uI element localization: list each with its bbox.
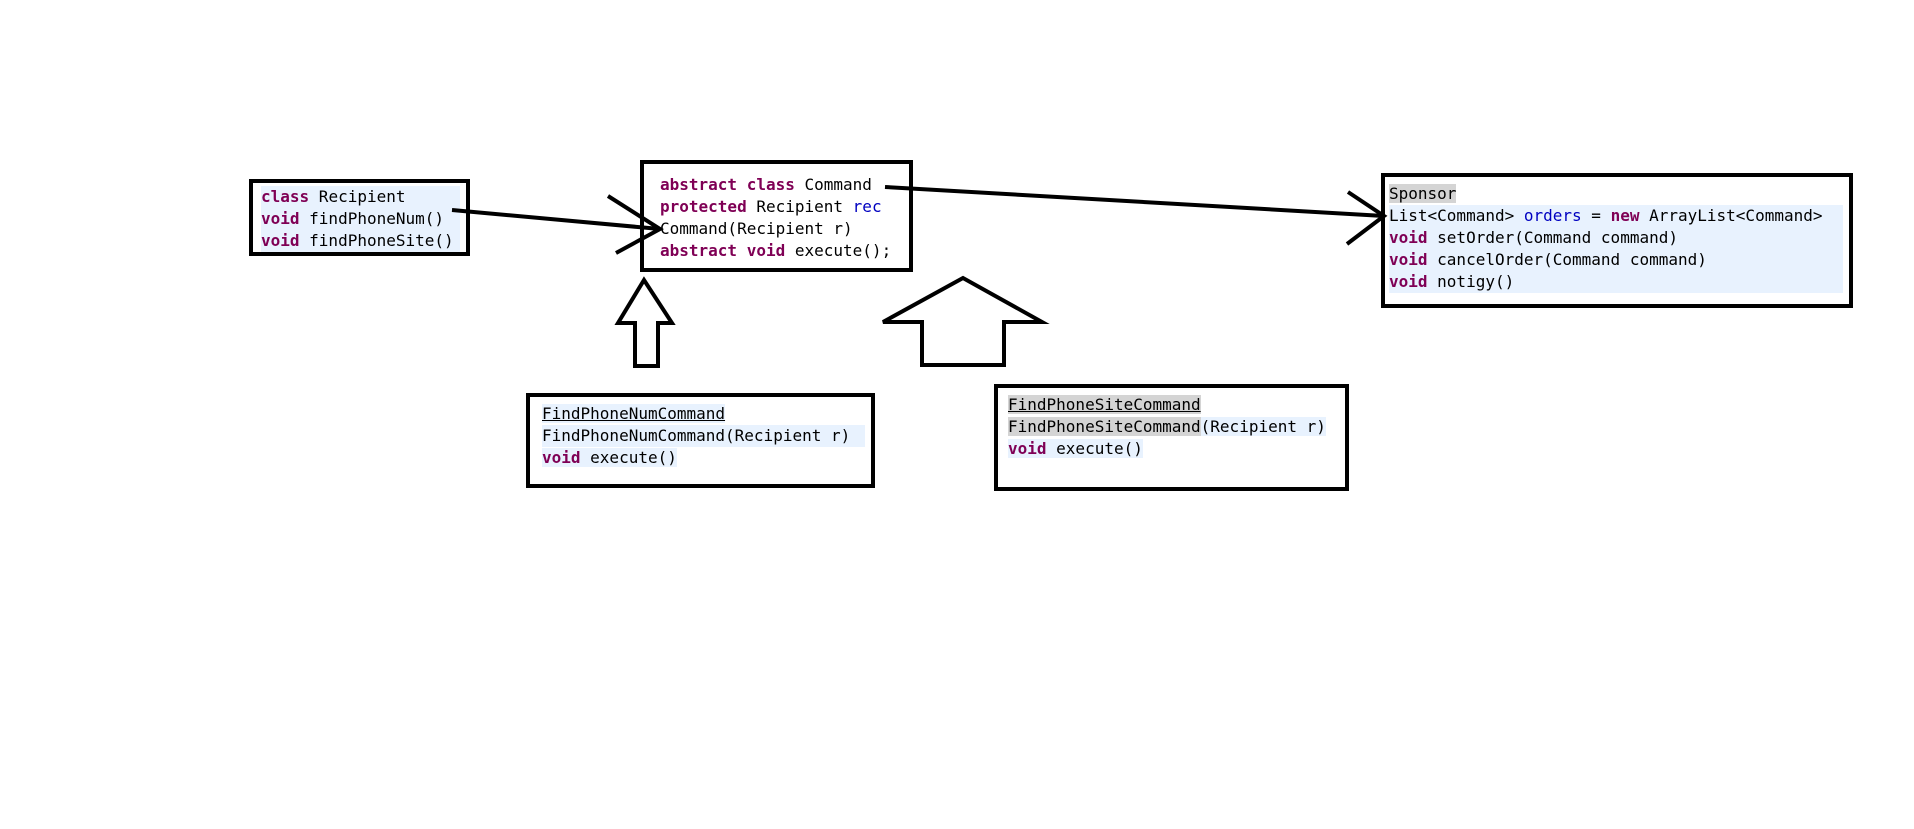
method-signature: cancelOrder(Command command): [1427, 250, 1707, 269]
command-method-execute: abstract void execute();: [660, 240, 903, 262]
find-site-command-title: FindPhoneSiteCommand: [1008, 394, 1339, 416]
class-name: FindPhoneNumCommand: [542, 404, 726, 423]
method-signature: findPhoneSite(): [299, 231, 454, 250]
keyword: class: [261, 187, 310, 206]
recipient-method-find-phone-num: void findPhoneNum(): [261, 208, 460, 230]
command-class-declaration: abstract class Command: [660, 174, 903, 196]
recipient-class-box: class Recipient void findPhoneNum() void…: [249, 179, 470, 256]
find-site-command-execute: void execute(): [1008, 438, 1339, 460]
sponsor-class-box: Sponsor List<Command> orders = new Array…: [1381, 173, 1853, 308]
field-type: List<Command>: [1389, 206, 1524, 225]
find-site-command-constructor: FindPhoneSiteCommand(Recipient r): [1008, 416, 1339, 438]
constructor-signature: FindPhoneNumCommand(Recipient r): [542, 426, 851, 445]
keyword: abstract void: [660, 241, 786, 260]
recipient-to-command-line: [451, 208, 661, 231]
sponsor-title: Sponsor: [1389, 183, 1843, 205]
highlighted-execute-method: void execute(): [542, 448, 677, 467]
keyword: void: [1389, 250, 1428, 269]
keyword: protected: [660, 197, 747, 216]
method-signature: execute(): [580, 448, 677, 467]
command-constructor: Command(Recipient r): [660, 218, 903, 240]
command-field-rec: protected Recipient rec: [660, 196, 903, 218]
field-name: orders: [1523, 206, 1582, 225]
class-name: FindPhoneSiteCommand: [1008, 395, 1201, 414]
field-type: Recipient: [746, 197, 853, 216]
method-signature: execute(): [1046, 439, 1143, 458]
method-signature: execute();: [785, 241, 892, 260]
assign-op: =: [1581, 206, 1611, 225]
keyword: new: [1610, 206, 1640, 225]
constructor-params: (Recipient r): [1200, 417, 1326, 436]
constructor-signature: Command(Recipient r): [660, 219, 853, 238]
keyword: void: [542, 448, 581, 467]
find-num-command-execute: void execute(): [542, 447, 865, 469]
command-to-sponsor-line: [884, 185, 1385, 218]
recipient-to-command-arrowhead: [606, 194, 664, 255]
method-signature: setOrder(Command command): [1427, 228, 1678, 247]
method-signature: notigy(): [1427, 272, 1515, 291]
command-class-box: abstract class Command protected Recipie…: [640, 160, 913, 272]
find-num-command-title: FindPhoneNumCommand: [542, 403, 865, 425]
method-signature: findPhoneNum(): [299, 209, 445, 228]
class-name: Recipient: [309, 187, 406, 206]
sponsor-method-cancel-order: void cancelOrder(Command command): [1389, 249, 1843, 271]
sponsor-field-orders: List<Command> orders = new ArrayList<Com…: [1389, 205, 1843, 227]
find-phone-num-command-box: FindPhoneNumCommand FindPhoneNumCommand(…: [526, 393, 875, 488]
inheritance-arrow-num-command: [614, 276, 676, 368]
field-name: rec: [852, 197, 882, 216]
recipient-method-find-phone-site: void findPhoneSite(): [261, 230, 460, 252]
sponsor-method-notigy: void notigy(): [1389, 271, 1843, 293]
command-to-sponsor-arrowhead: [1345, 190, 1388, 246]
class-name: Sponsor: [1389, 184, 1457, 203]
keyword: void: [1389, 272, 1428, 291]
highlighted-execute-method: void execute(): [1008, 439, 1143, 458]
keyword: void: [1389, 228, 1428, 247]
initializer: ArrayList<Command>: [1639, 206, 1823, 225]
recipient-class-declaration: class Recipient: [261, 186, 460, 208]
sponsor-method-set-order: void setOrder(Command command): [1389, 227, 1843, 249]
inheritance-arrow-site-command: [882, 275, 1050, 367]
keyword: void: [261, 231, 300, 250]
keyword: abstract class: [660, 175, 795, 194]
class-name: Command: [794, 175, 872, 194]
find-num-command-constructor: FindPhoneNumCommand(Recipient r): [542, 425, 865, 447]
find-phone-site-command-box: FindPhoneSiteCommand FindPhoneSiteComman…: [994, 384, 1349, 491]
keyword: void: [1008, 439, 1047, 458]
constructor-name: FindPhoneSiteCommand: [1008, 417, 1201, 436]
keyword: void: [261, 209, 300, 228]
